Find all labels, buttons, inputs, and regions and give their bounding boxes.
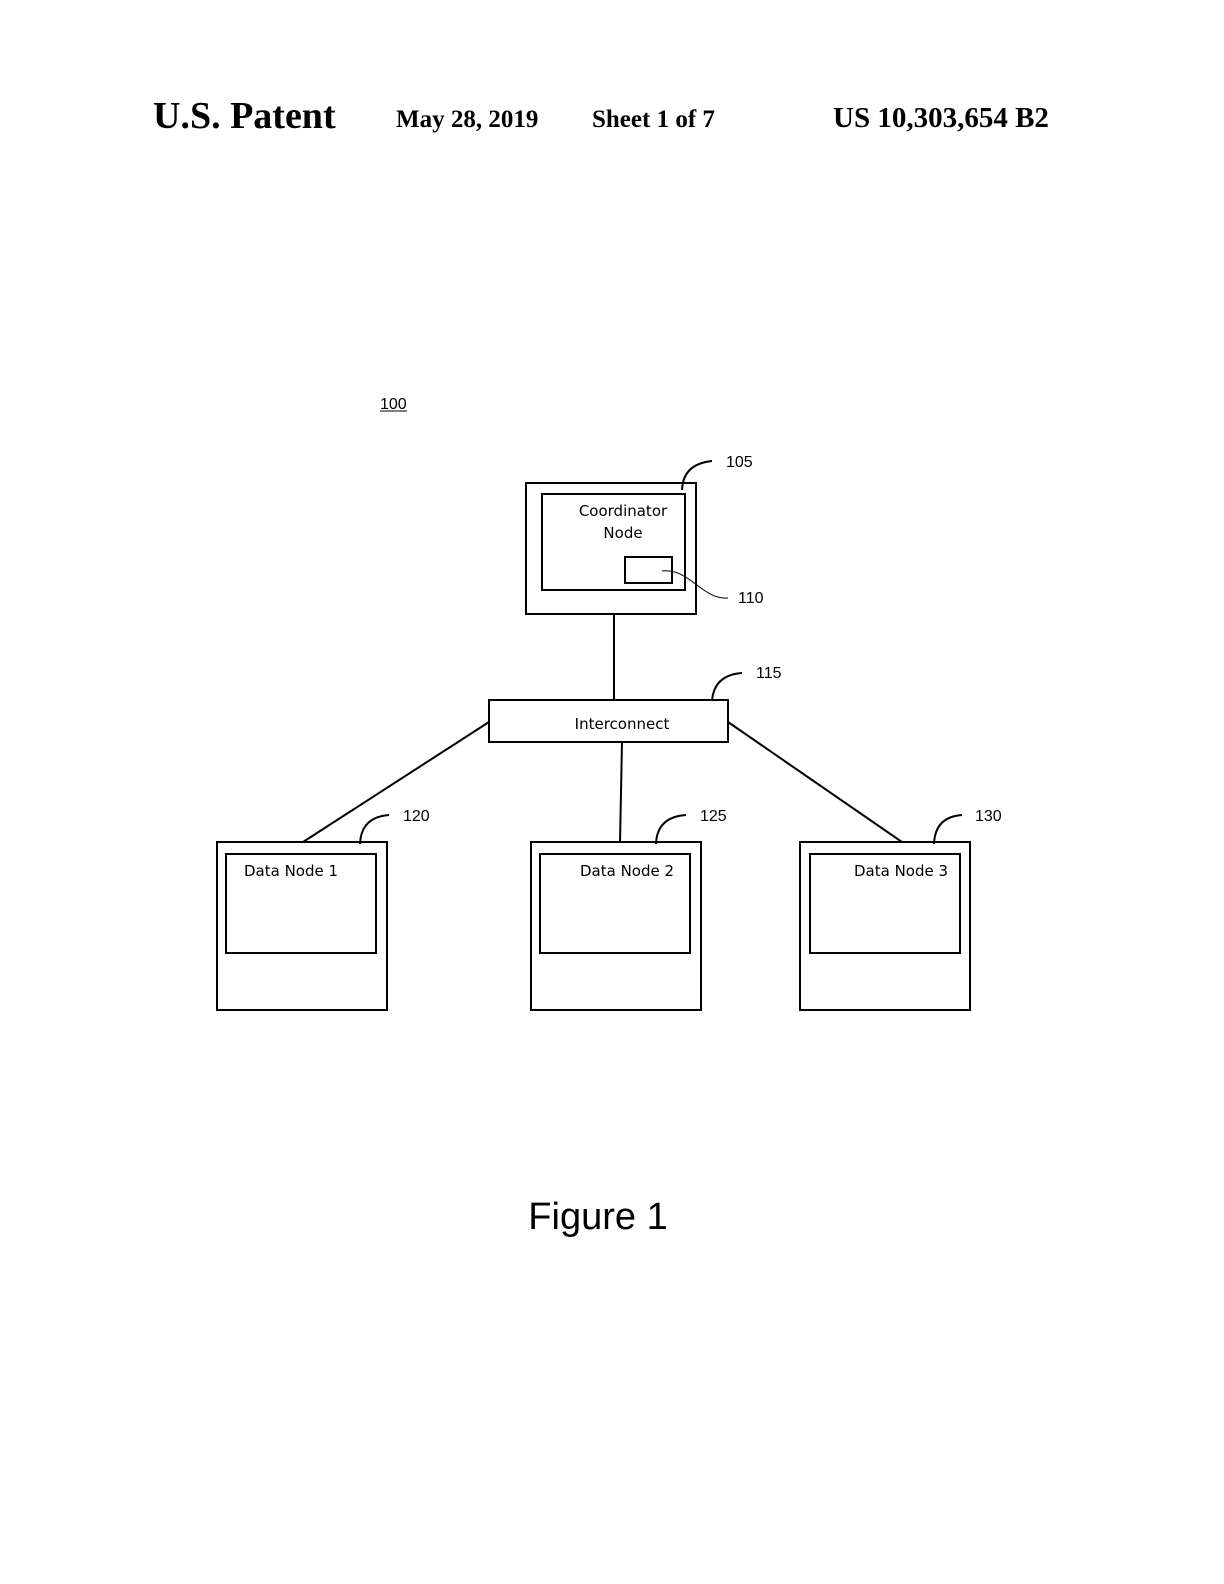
link-interconnect-data-node-3: [727, 721, 903, 843]
coordinator-node-label-line1: Coordinator: [579, 502, 668, 520]
data-node-2-screen: [539, 853, 691, 954]
data-node-1: Data Node 1: [216, 841, 388, 1011]
coordinator-node: Coordinator Node: [525, 482, 697, 615]
header-title: U.S. Patent: [153, 95, 336, 137]
data-node-1-ref-label: 120: [403, 808, 430, 825]
coordinator-ref-label: 105: [726, 454, 753, 471]
data-node-1-ref-leader: [359, 814, 390, 845]
data-node-3-ref-label: 130: [975, 808, 1002, 825]
header-sheet: Sheet 1 of 7: [592, 106, 715, 133]
component-ref-leader: [661, 570, 729, 599]
data-node-3-screen: [809, 853, 961, 954]
coordinator-ref-leader: [681, 460, 713, 491]
data-node-1-label: Data Node 1: [244, 862, 338, 880]
data-node-3-label: Data Node 3: [854, 862, 948, 880]
interconnect-ref-label: 115: [756, 665, 782, 682]
data-node-3-ref-leader: [933, 814, 963, 845]
header-date: May 28, 2019: [396, 106, 539, 133]
data-node-2-ref-leader: [655, 814, 687, 845]
coordinator-component: [624, 556, 673, 584]
interconnect-label: Interconnect: [575, 715, 670, 733]
link-interconnect-data-node-1: [302, 721, 490, 843]
data-node-1-screen: [225, 853, 377, 954]
component-ref-label: 110: [738, 590, 764, 607]
system-ref-label: 100: [380, 396, 407, 413]
data-node-3: Data Node 3: [799, 841, 971, 1011]
figure-caption: Figure 1: [528, 1196, 668, 1238]
interconnect-box: [488, 699, 729, 743]
interconnect: Interconnect: [488, 699, 729, 743]
coordinator-node-label-line2: Node: [603, 524, 642, 542]
link-interconnect-data-node-2: [619, 741, 623, 843]
data-node-2: Data Node 2: [530, 841, 702, 1011]
data-node-2-label: Data Node 2: [580, 862, 674, 880]
interconnect-ref-leader: [711, 672, 743, 702]
data-node-2-ref-label: 125: [700, 808, 727, 825]
header-patent-number: US 10,303,654 B2: [833, 102, 1049, 134]
